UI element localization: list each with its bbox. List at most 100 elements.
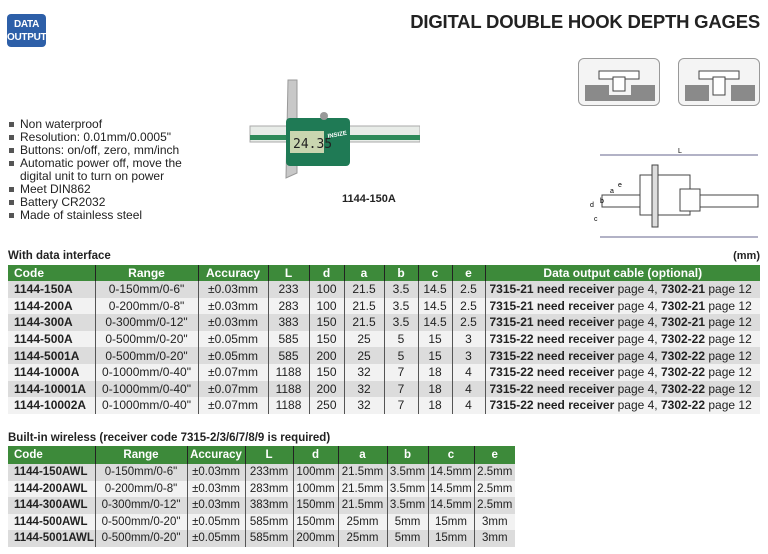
table-cell: 7 bbox=[383, 397, 418, 414]
table-cell: 0-200mm/0-8" bbox=[94, 480, 187, 497]
column-header: Data output cable (optional) bbox=[484, 265, 760, 281]
table-cell: 1144-150AWL bbox=[8, 464, 95, 481]
feature-item: Automatic power off, move the digital un… bbox=[8, 157, 188, 183]
column-header: c bbox=[427, 446, 474, 464]
table-cell: 15mm bbox=[427, 513, 474, 530]
table-cell: 1144-200AWL bbox=[8, 480, 95, 497]
cable-text-part: page 12 bbox=[705, 315, 752, 330]
table-cell: 5mm bbox=[386, 530, 428, 547]
table-cell: 3.5 bbox=[383, 297, 418, 315]
table-cell: 3.5 bbox=[383, 281, 418, 298]
column-header: c bbox=[417, 265, 452, 281]
table-cell: 14.5mm bbox=[427, 480, 474, 497]
table-cell: 14.5 bbox=[417, 314, 452, 331]
table-cell: 200mm bbox=[292, 530, 338, 547]
table-cell: ±0.05mm bbox=[186, 513, 245, 530]
table-cell: 5 bbox=[383, 347, 418, 364]
dim-label: e bbox=[618, 182, 622, 189]
table-cell: 1144-200A bbox=[8, 297, 95, 315]
product-image: 24.35 INSIZE bbox=[240, 78, 421, 208]
table-cell: 100mm bbox=[292, 464, 338, 481]
feature-item: Non waterproof bbox=[8, 118, 188, 131]
table-cell: 15mm bbox=[427, 530, 474, 547]
cable-text-part: page 12 bbox=[705, 398, 752, 413]
column-header: a bbox=[343, 265, 384, 281]
cable-text-part: 7315-21 need receiver bbox=[489, 315, 615, 330]
table-cell: 18 bbox=[417, 397, 452, 414]
table-cell: 0-150mm/0-6" bbox=[94, 281, 198, 298]
table-cell: 585 bbox=[267, 347, 309, 364]
table-cell: ±0.03mm bbox=[186, 480, 245, 497]
cable-text-part: page 12 bbox=[705, 348, 752, 363]
cable-text-part: 7302-21 bbox=[660, 282, 706, 297]
table-cell: 21.5 bbox=[343, 314, 384, 331]
table-cell: 7 bbox=[383, 380, 418, 398]
table-cell: 2.5mm bbox=[473, 497, 515, 514]
table-cell: 15 bbox=[417, 330, 452, 348]
table-cell: 21.5mm bbox=[337, 480, 387, 497]
table-cell: 1144-5001AWL bbox=[8, 530, 95, 547]
table-cell: 0-1000mm/0-40" bbox=[94, 363, 198, 381]
cable-text-part: 7315-22 need receiver bbox=[489, 398, 615, 413]
table-cell: 5mm bbox=[386, 513, 428, 530]
feature-item: Meet DIN862 bbox=[8, 183, 188, 196]
cable-cell: 7315-21 need receiver page 4, 7302-21 pa… bbox=[484, 297, 760, 315]
page-title: DIGITAL DOUBLE HOOK DEPTH GAGES bbox=[410, 11, 760, 32]
table-cell: 100mm bbox=[292, 480, 338, 497]
table-cell: 1188 bbox=[267, 363, 309, 381]
table-cell: 2.5 bbox=[451, 314, 485, 331]
table-cell: 21.5mm bbox=[337, 497, 387, 514]
table-cell: 4 bbox=[451, 397, 485, 414]
table-cell: ±0.03mm bbox=[197, 297, 268, 315]
dim-label: d bbox=[590, 202, 594, 209]
table-cell: 283mm bbox=[244, 480, 293, 497]
table-cell: ±0.03mm bbox=[186, 497, 245, 514]
table-cell: 0-300mm/0-12" bbox=[94, 497, 187, 514]
table-cell: 21.5mm bbox=[337, 464, 387, 481]
table-cell: 1144-5001A bbox=[8, 347, 95, 364]
unit-label: (mm) bbox=[733, 250, 760, 262]
cable-text-part: 7315-22 need receiver bbox=[489, 365, 615, 380]
cable-text-part: page 4, bbox=[614, 398, 661, 413]
table-cell: 0-200mm/0-8" bbox=[94, 297, 198, 315]
column-header: d bbox=[308, 265, 344, 281]
table-cell: 25 bbox=[343, 347, 384, 364]
feature-list: Non waterproof Resolution: 0.01mm/0.0005… bbox=[8, 118, 188, 222]
badge-line: OUTPUT bbox=[7, 32, 47, 43]
brand-logo: INSIZE bbox=[327, 131, 347, 140]
table-cell: 1144-1000A bbox=[8, 363, 95, 381]
table-cell: 3 bbox=[451, 347, 485, 364]
feature-item: Resolution: 0.01mm/0.0005" bbox=[8, 131, 188, 144]
cable-text-part: 7302-22 bbox=[660, 381, 706, 396]
table-cell: 3.5mm bbox=[386, 480, 428, 497]
cable-cell: 7315-22 need receiver page 4, 7302-22 pa… bbox=[484, 380, 760, 398]
column-header: e bbox=[451, 265, 485, 281]
table-cell: 4 bbox=[451, 380, 485, 398]
cable-text-part: page 4, bbox=[614, 282, 661, 297]
table-cell: 0-500mm/0-20" bbox=[94, 530, 187, 547]
cable-text-part: page 12 bbox=[705, 381, 752, 396]
table-cell: 585mm bbox=[244, 513, 293, 530]
table-cell: 200 bbox=[308, 380, 344, 398]
table-cell: 150 bbox=[308, 330, 344, 348]
hook-detail-image-1 bbox=[578, 58, 660, 106]
table-cell: 150mm bbox=[292, 497, 338, 514]
column-header: e bbox=[473, 446, 515, 464]
table-cell: 150 bbox=[308, 314, 344, 331]
cable-text-part: 7315-21 need receiver bbox=[489, 298, 615, 313]
table-cell: 25mm bbox=[337, 530, 387, 547]
table-cell: 1144-500AWL bbox=[8, 513, 95, 530]
table-cell: 14.5mm bbox=[427, 464, 474, 481]
cable-text-part: 7315-22 need receiver bbox=[489, 348, 615, 363]
cable-text-part: page 4, bbox=[614, 365, 661, 380]
cable-text-part: 7302-22 bbox=[660, 332, 706, 347]
column-header: d bbox=[292, 446, 338, 464]
